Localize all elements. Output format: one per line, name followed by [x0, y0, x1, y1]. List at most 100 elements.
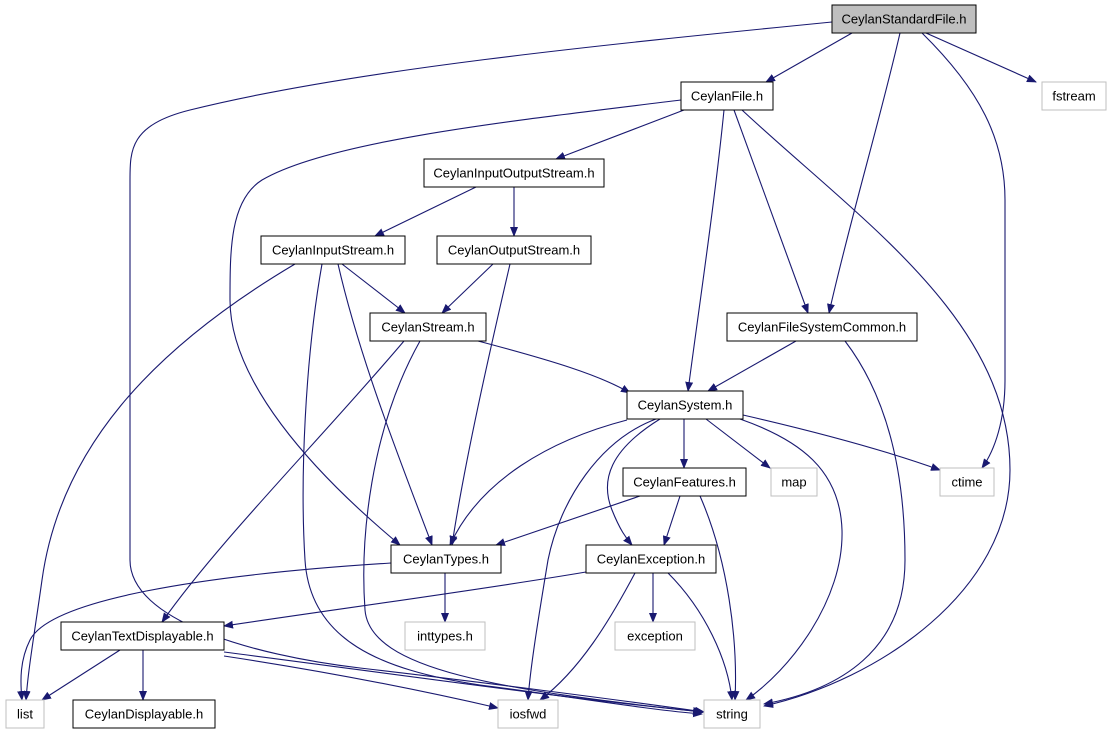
- node-file-box: [680, 81, 774, 111]
- node-ctime-label: ctime: [951, 474, 982, 489]
- node-fscommon[interactable]: CeylanFileSystemCommon.h: [726, 312, 918, 342]
- edge-features-to-string: [699, 495, 740, 701]
- edge-outstream-to-types: [449, 263, 511, 546]
- node-string-box: [703, 699, 761, 729]
- node-map: map: [770, 467, 818, 497]
- edge-instream-to-string: [302, 263, 703, 718]
- edge-outstream-to-stream: [441, 263, 494, 314]
- edge-file-to-fscommon: [733, 109, 809, 314]
- node-outstream-label: CeylanOutputStream.h: [448, 242, 580, 257]
- edge-exception-to-iosfwd: [539, 572, 636, 701]
- node-system-label: CeylanSystem.h: [638, 397, 733, 412]
- edge-textdisplayable-to-iosfwd: [223, 655, 499, 710]
- node-stdexception-box: [614, 621, 696, 651]
- node-features[interactable]: CeylanFeatures.h: [622, 467, 747, 497]
- edge-system-to-iosfwd: [524, 418, 657, 701]
- node-ctime: ctime: [939, 467, 995, 497]
- node-system-box: [626, 390, 744, 420]
- node-exception[interactable]: CeylanException.h: [585, 544, 717, 574]
- node-textdisplayable-box: [60, 621, 225, 651]
- node-instream[interactable]: CeylanInputStream.h: [260, 235, 406, 265]
- node-standardfile-box: [831, 4, 977, 34]
- node-fstream-label: fstream: [1052, 88, 1095, 103]
- node-outstream[interactable]: CeylanOutputStream.h: [436, 235, 592, 265]
- edge-exception-to-textdisplayable: [223, 571, 587, 629]
- edge-textdisplayable-to-list: [41, 649, 121, 701]
- edge-exception-to-string: [667, 572, 736, 701]
- edge-standardfile-to-fstream: [925, 32, 1037, 83]
- edge-system-to-ctime: [742, 414, 941, 471]
- node-stream-box: [369, 312, 487, 342]
- node-exception-box: [585, 544, 717, 574]
- node-displayable-label: CeylanDisplayable.h: [85, 706, 204, 721]
- node-iosfwd-label: iosfwd: [510, 706, 547, 721]
- edge-instream-to-list: [22, 263, 296, 701]
- edge-system-to-string: [739, 418, 843, 701]
- edge-system-to-map: [705, 418, 771, 469]
- node-instream-box: [260, 235, 406, 265]
- node-outstream-box: [436, 235, 592, 265]
- node-stdexception: exception: [614, 621, 696, 651]
- node-inttypes-box: [404, 621, 486, 651]
- node-types-box: [390, 544, 502, 574]
- node-types-label: CeylanTypes.h: [403, 551, 489, 566]
- node-list-label: list: [17, 706, 33, 721]
- node-stream[interactable]: CeylanStream.h: [369, 312, 487, 342]
- node-list-box: [5, 699, 45, 729]
- node-system[interactable]: CeylanSystem.h: [626, 390, 744, 420]
- node-textdisplayable-label: CeylanTextDisplayable.h: [71, 628, 213, 643]
- edge-textdisplayable-to-string: [223, 651, 705, 716]
- node-iosfwd-box: [497, 699, 559, 729]
- node-fstream: fstream: [1041, 81, 1107, 111]
- node-types[interactable]: CeylanTypes.h: [390, 544, 502, 574]
- node-file-label: CeylanFile.h: [691, 88, 763, 103]
- edge-file-to-system: [685, 109, 725, 392]
- node-standardfile[interactable]: CeylanStandardFile.h: [831, 4, 977, 34]
- node-standardfile-label: CeylanStandardFile.h: [841, 11, 966, 26]
- edge-stream-to-system: [477, 340, 631, 394]
- edge-features-to-exception: [662, 495, 681, 546]
- node-map-box: [770, 467, 818, 497]
- node-list: list: [5, 699, 45, 729]
- edge-file-to-types: [229, 99, 682, 546]
- node-inoutstream-box: [423, 158, 605, 188]
- edges-layer: [17, 21, 1037, 718]
- edge-fscommon-to-system: [707, 340, 797, 392]
- node-instream-label: CeylanInputStream.h: [272, 242, 394, 257]
- node-displayable[interactable]: CeylanDisplayable.h: [72, 699, 216, 729]
- node-textdisplayable[interactable]: CeylanTextDisplayable.h: [60, 621, 225, 651]
- node-inoutstream[interactable]: CeylanInputOutputStream.h: [423, 158, 605, 188]
- node-iosfwd: iosfwd: [497, 699, 559, 729]
- edge-fscommon-to-string: [763, 340, 906, 707]
- node-inttypes-label: inttypes.h: [417, 628, 473, 643]
- node-string-label: string: [716, 706, 748, 721]
- node-stdexception-label: exception: [627, 628, 683, 643]
- node-fstream-box: [1041, 81, 1107, 111]
- edge-instream-to-stream: [341, 263, 406, 314]
- node-exception-label: CeylanException.h: [597, 551, 705, 566]
- edge-inoutstream-to-instream: [374, 186, 477, 237]
- node-stream-label: CeylanStream.h: [381, 319, 474, 334]
- node-features-label: CeylanFeatures.h: [633, 474, 736, 489]
- node-map-label: map: [781, 474, 806, 489]
- edge-file-to-inoutstream: [555, 109, 685, 160]
- node-ctime-box: [939, 467, 995, 497]
- node-file[interactable]: CeylanFile.h: [680, 81, 774, 111]
- edge-types-to-list: [17, 562, 392, 701]
- edge-stream-to-textdisplayable: [161, 340, 405, 623]
- edge-features-to-types: [495, 495, 641, 546]
- edge-instream-to-types: [337, 263, 433, 546]
- node-fscommon-box: [726, 312, 918, 342]
- node-string: string: [703, 699, 761, 729]
- edge-standardfile-to-ctime: [921, 32, 1006, 469]
- edge-standardfile-to-string: [129, 21, 833, 715]
- edge-file-to-string: [741, 109, 1011, 708]
- edge-standardfile-to-fscommon: [827, 32, 901, 314]
- edge-standardfile-to-file: [765, 32, 853, 83]
- edge-system-to-types: [449, 419, 628, 546]
- node-fscommon-label: CeylanFileSystemCommon.h: [738, 319, 906, 334]
- node-inoutstream-label: CeylanInputOutputStream.h: [433, 165, 594, 180]
- node-displayable-box: [72, 699, 216, 729]
